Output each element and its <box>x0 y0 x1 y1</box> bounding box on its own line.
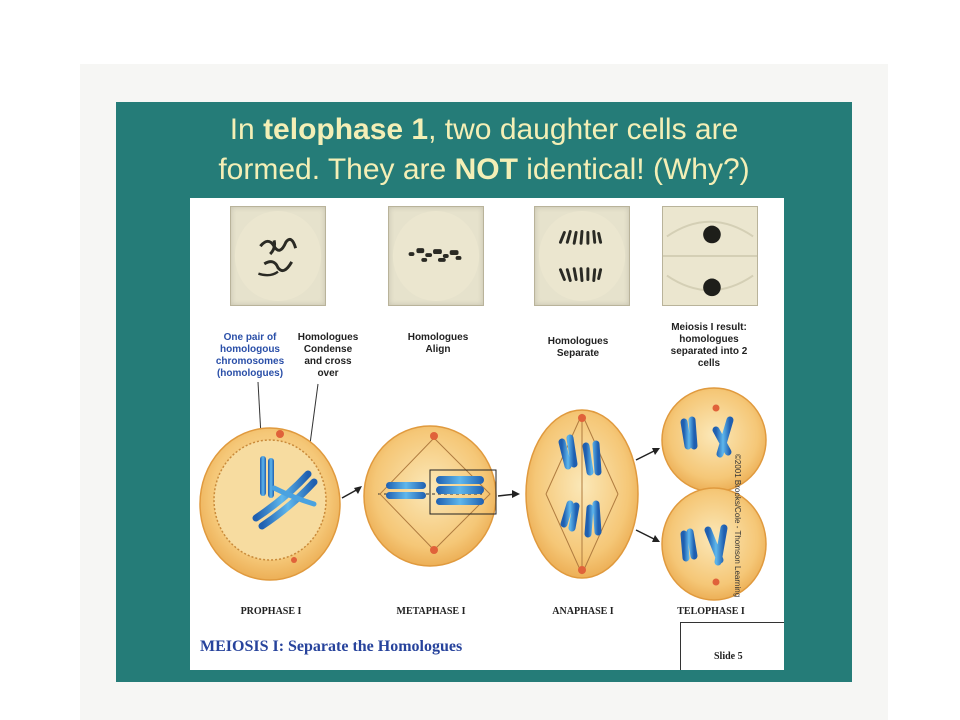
prophase-micrograph <box>230 206 326 306</box>
telophase-micrograph <box>662 206 758 306</box>
metaphase-cell <box>363 425 497 567</box>
stage-telophase: TELOPHASE I <box>677 606 745 617</box>
anaphase-cell <box>525 409 639 579</box>
metaphase-micrograph <box>388 206 484 306</box>
cell-diagrams <box>199 381 767 601</box>
title-line-2: formed. They are NOT identical! (Why?) <box>218 153 750 186</box>
copyright-notice: ©2001 Brooks/Cole - Thomson Learning <box>733 454 742 598</box>
slide-title: In telophase 1, two daughter cells are f… <box>116 110 852 200</box>
telophase-bottom-cell <box>661 487 767 601</box>
telophase-top-cell <box>661 387 767 493</box>
slide-number-box <box>680 622 784 670</box>
figure-caption: MEIOSIS I: Separate the Homologues <box>200 638 463 655</box>
prophase-cell <box>199 427 341 581</box>
title-line-1: In telophase 1, two daughter cells are <box>229 113 739 146</box>
slide-number: Slide 5 <box>714 651 743 662</box>
stage-metaphase: METAPHASE I <box>396 606 466 617</box>
stage-prophase: PROPHASE I <box>240 606 302 617</box>
stage-anaphase: ANAPHASE I <box>552 606 614 617</box>
anaphase-micrograph <box>534 206 630 306</box>
